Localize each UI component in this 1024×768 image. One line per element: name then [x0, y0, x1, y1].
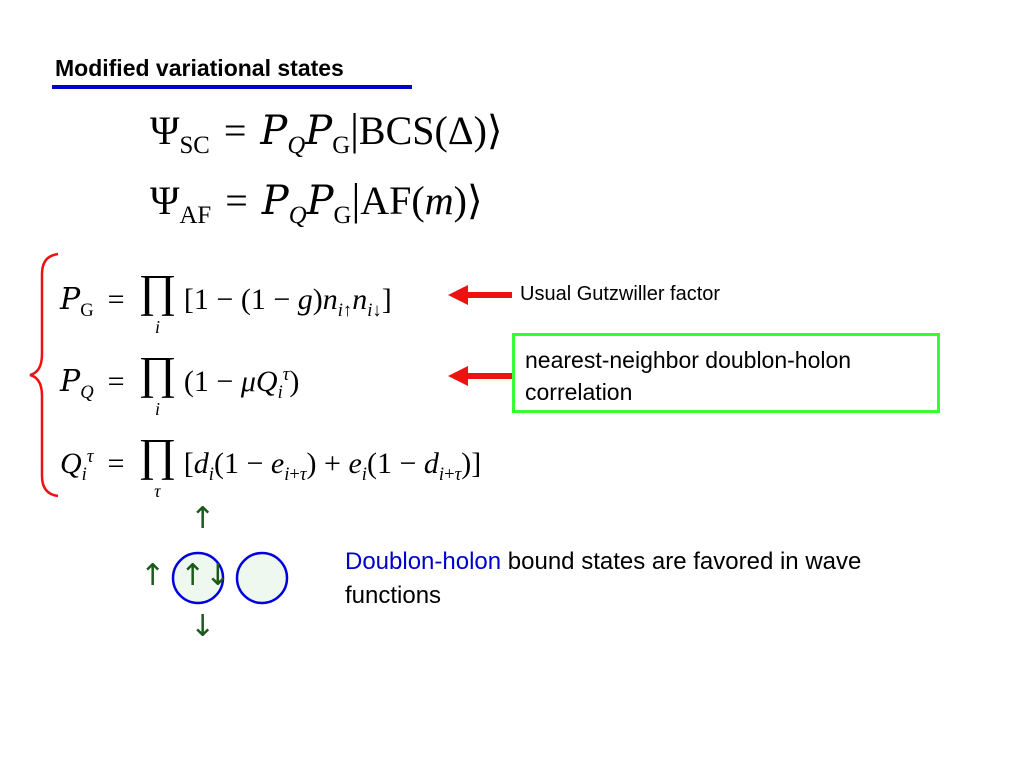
caption-highlight: Doublon-holon — [345, 548, 502, 575]
spin-down-icon: ↓ — [190, 609, 216, 644]
equation-p-q: PQ=∏i (1 − μQiτ) — [60, 347, 300, 419]
label-correlation: nearest-neighbor doublon-holon correlati… — [525, 347, 852, 405]
equation-psi-sc: ΨSC=PQPG|BCS(Δ)⟩ — [150, 105, 503, 159]
arrow-left-icon — [448, 285, 512, 305]
left-brace — [29, 252, 59, 498]
doublon-spins: ↑↓ — [180, 558, 231, 593]
caption: Doublon-holon bound states are favored i… — [345, 545, 885, 613]
equation-p-g: PG=∏i [1 − (1 − g)ni↑ni↓] — [60, 265, 392, 337]
correlation-box: nearest-neighbor doublon-holon correlati… — [512, 333, 940, 413]
spin-up-icon: ↑ — [140, 558, 166, 593]
caption-text: bound states are favored in wave functio… — [345, 548, 862, 609]
equation-psi-af: ΨAF=PQPG|AF(m)⟩ — [150, 175, 483, 229]
product-symbol: ∏i — [138, 347, 177, 419]
equation-q-tau: Qiτ=∏τ [di(1 − ei+τ) + ei(1 − di+τ)] — [60, 429, 482, 501]
title-underline — [52, 85, 412, 89]
doublon-site-icon — [171, 551, 225, 605]
arrow-left-icon — [448, 366, 512, 386]
spin-up-icon: ↑ — [190, 501, 216, 536]
product-symbol: ∏i — [138, 265, 177, 337]
product-symbol: ∏τ — [138, 429, 177, 501]
holon-site-icon — [235, 551, 289, 605]
slide-title: Modified variational states — [55, 55, 344, 81]
label-gutzwiller: Usual Gutzwiller factor — [520, 283, 721, 305]
